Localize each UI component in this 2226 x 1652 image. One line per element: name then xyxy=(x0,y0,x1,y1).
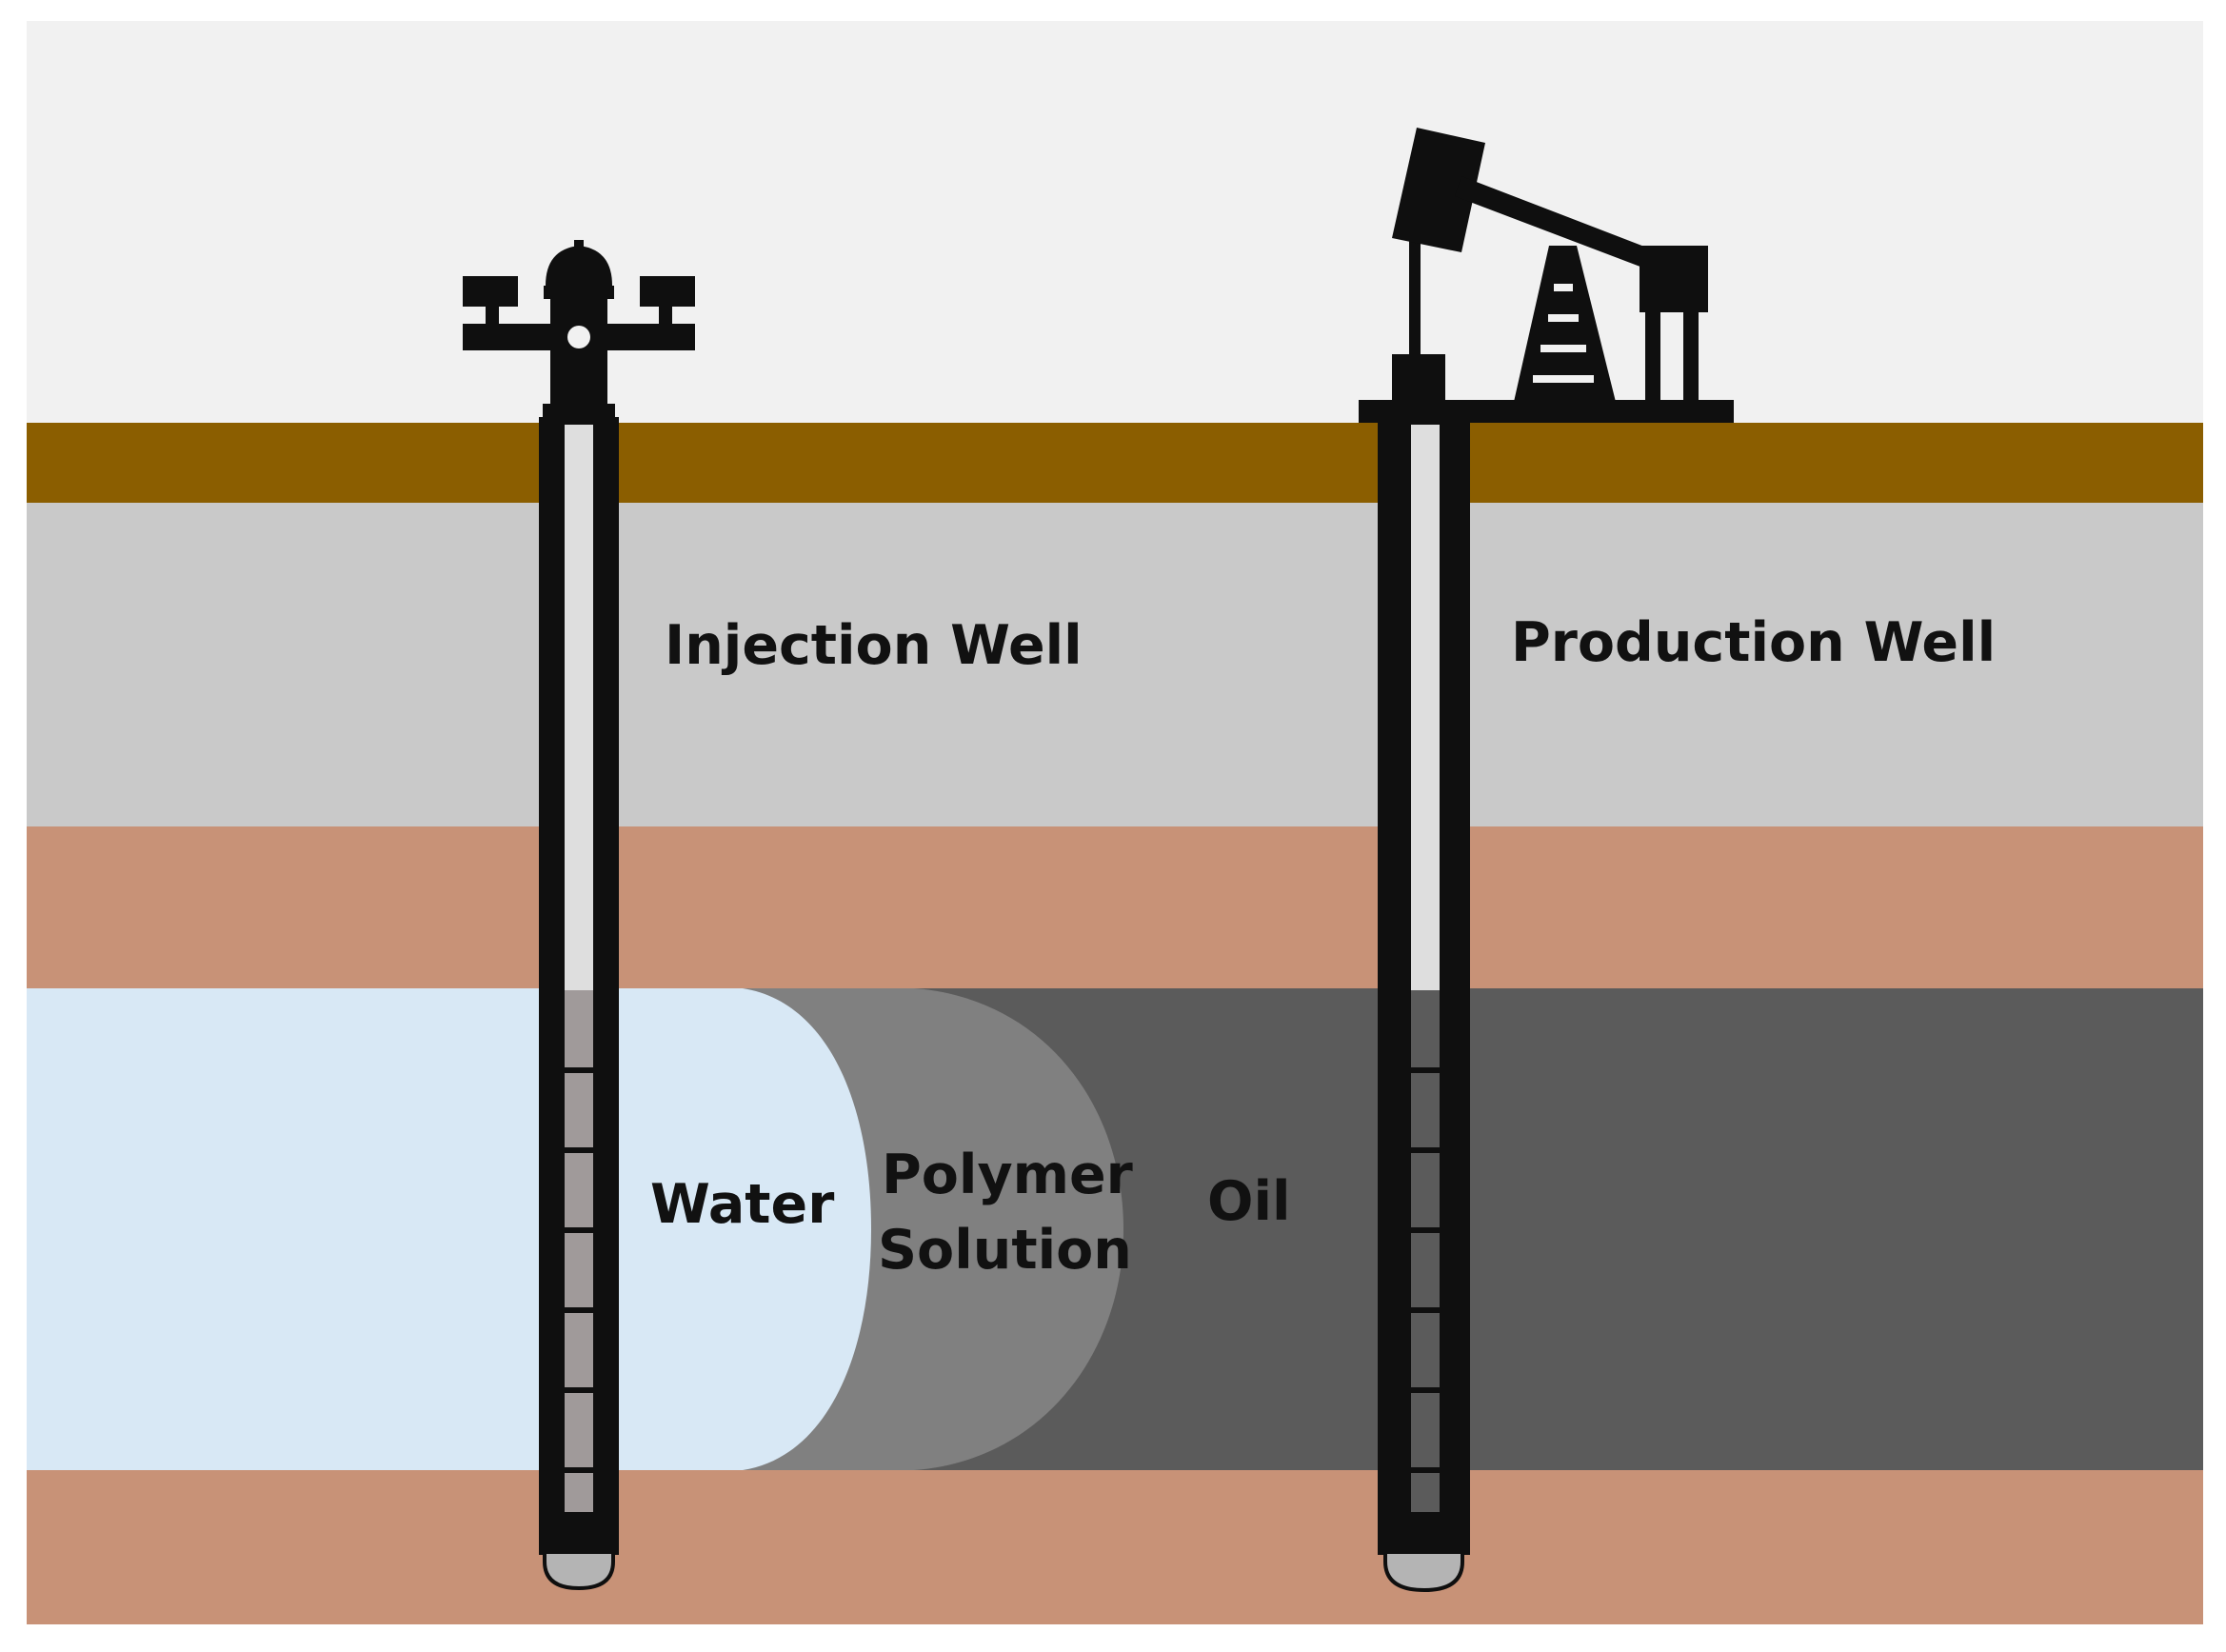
pumpjack-icon xyxy=(1359,128,1734,423)
pumpjack-frame-rungs xyxy=(1533,284,1594,383)
sky-layer xyxy=(27,21,2203,423)
oil-label: Oil xyxy=(1207,1170,1291,1233)
injection-well xyxy=(539,417,619,1591)
gray-rock-layer xyxy=(27,503,2203,826)
injection-well-label: Injection Well xyxy=(665,614,1083,677)
topsoil-layer xyxy=(27,423,2203,503)
christmas-tree-wellhead-icon xyxy=(463,240,695,421)
water-zone xyxy=(27,988,871,1470)
production-perforations xyxy=(1411,990,1440,1512)
production-well xyxy=(1378,417,1470,1593)
production-perforation-marks xyxy=(1411,1067,1440,1473)
injection-perforations xyxy=(565,990,593,1512)
production-well-tip xyxy=(1383,1550,1464,1593)
upper-clay-layer xyxy=(27,826,2203,988)
production-well-label: Production Well xyxy=(1511,611,1996,674)
water-label: Water xyxy=(650,1173,834,1236)
polymer-label-line2: Solution xyxy=(878,1219,1132,1282)
polymer-label-line1: Polymer xyxy=(882,1144,1133,1206)
lower-clay-layer xyxy=(27,1470,2203,1624)
injection-perforation-marks xyxy=(565,1067,593,1473)
injection-well-tip xyxy=(543,1550,615,1591)
injection-tubing xyxy=(565,425,593,990)
production-tubing xyxy=(1411,425,1440,990)
